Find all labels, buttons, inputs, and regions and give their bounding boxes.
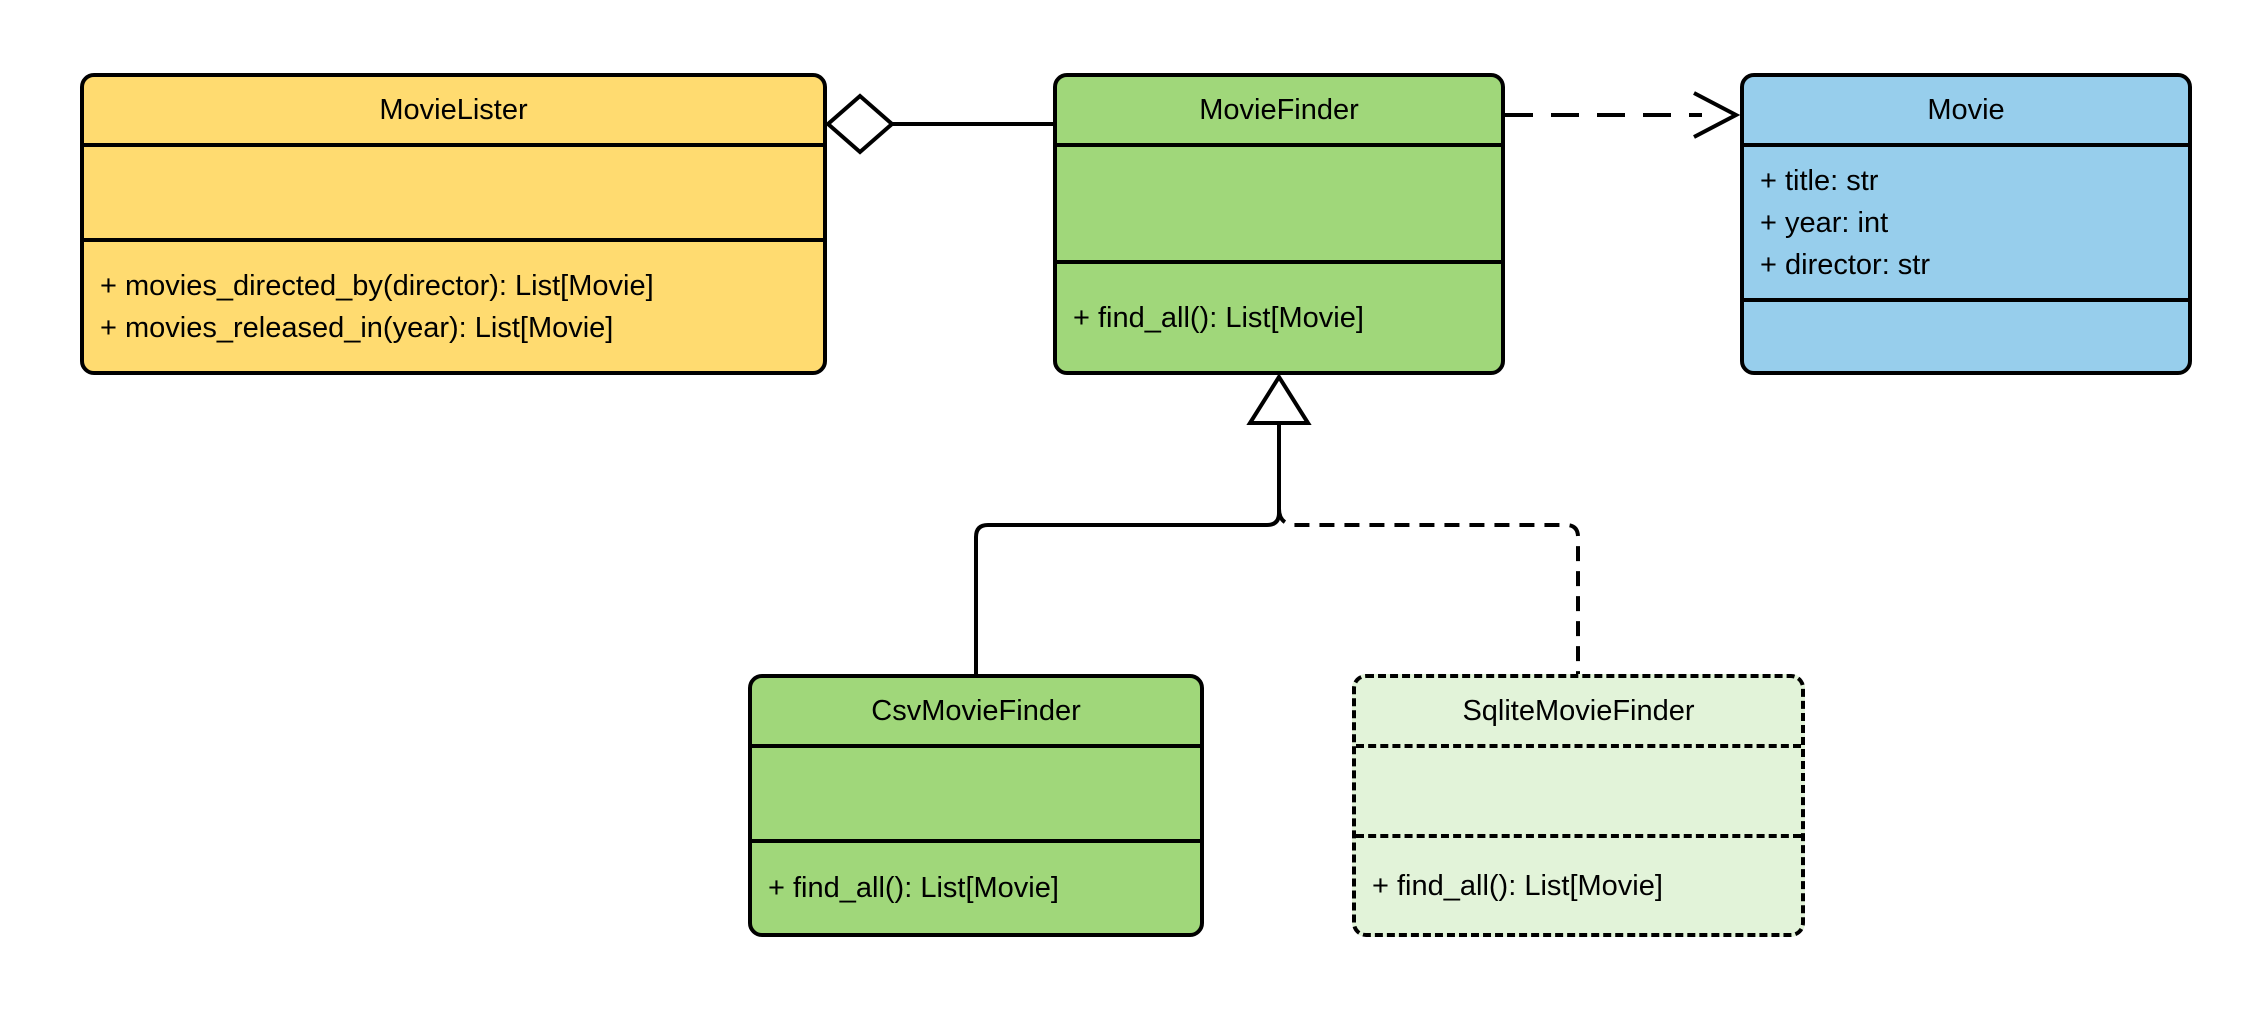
aggregation-diamond-icon bbox=[824, 93, 896, 155]
class-name: SqliteMovieFinder bbox=[1356, 678, 1801, 748]
class-methods-section: + find_all(): List[Movie] bbox=[752, 843, 1200, 933]
class-attributes-section bbox=[1356, 748, 1801, 838]
class-name: Movie bbox=[1744, 77, 2188, 147]
class-methods-section: + find_all(): List[Movie] bbox=[1057, 264, 1501, 371]
class-name: MovieLister bbox=[84, 77, 823, 147]
class-box-movie: Movie + title: str + year: int + directo… bbox=[1740, 73, 2192, 375]
class-name: CsvMovieFinder bbox=[752, 678, 1200, 748]
attribute-item: + title: str bbox=[1760, 164, 1879, 197]
class-attributes-section bbox=[1057, 147, 1501, 264]
attribute-item: + director: str bbox=[1760, 248, 1931, 281]
class-methods-section: + movies_directed_by(director): List[Mov… bbox=[84, 242, 823, 371]
class-box-sqlitemoviefinder: SqliteMovieFinder + find_all(): List[Mov… bbox=[1352, 674, 1805, 937]
class-box-moviefinder: MovieFinder + find_all(): List[Movie] bbox=[1053, 73, 1505, 375]
class-methods-section: + find_all(): List[Movie] bbox=[1356, 838, 1801, 933]
inheritance-triangle-icon bbox=[1246, 373, 1312, 425]
class-attributes-section: + title: str + year: int + director: str bbox=[1744, 147, 2188, 302]
method-item: + find_all(): List[Movie] bbox=[768, 872, 1059, 904]
class-box-movielister: MovieLister + movies_directed_by(directo… bbox=[80, 73, 827, 375]
method-item: + find_all(): List[Movie] bbox=[1073, 301, 1364, 334]
generalization-edge-csv bbox=[974, 423, 1281, 676]
dependency-arrowhead-icon bbox=[1693, 91, 1741, 139]
class-methods-section bbox=[1744, 302, 2188, 371]
method-item: + movies_directed_by(director): List[Mov… bbox=[100, 269, 654, 302]
method-item: + find_all(): List[Movie] bbox=[1372, 869, 1663, 902]
class-attributes-section bbox=[752, 748, 1200, 843]
class-attributes-section bbox=[84, 147, 823, 242]
class-name: MovieFinder bbox=[1057, 77, 1501, 147]
method-item: + movies_released_in(year): List[Movie] bbox=[100, 311, 614, 344]
generalization-edge-sqlite bbox=[1277, 508, 1580, 676]
attribute-item: + year: int bbox=[1760, 206, 1889, 239]
class-box-csvmoviefinder: CsvMovieFinder + find_all(): List[Movie] bbox=[748, 674, 1204, 937]
